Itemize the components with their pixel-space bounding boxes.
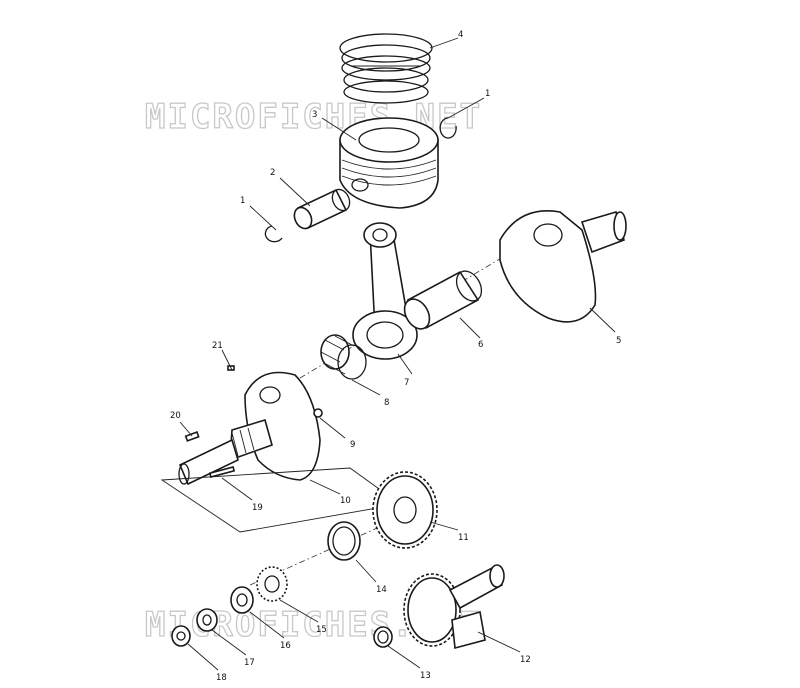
flat-washer [196, 608, 218, 632]
callout-16: 16 [280, 641, 291, 651]
lock-nut-gear [256, 566, 288, 602]
callout-17: 17 [244, 658, 255, 668]
callout-18: 18 [216, 673, 227, 683]
callout-19: 19 [252, 503, 263, 513]
piston-rings [339, 33, 433, 104]
woodruff-key [184, 431, 200, 442]
piston [339, 117, 439, 209]
dowel-pin [313, 408, 323, 418]
assembly-outline [160, 467, 402, 533]
needle-bearing [320, 334, 367, 380]
circlip-upper [439, 117, 457, 139]
callout-2: 2 [270, 168, 275, 178]
callout-15: 15 [316, 625, 327, 635]
callout-9: 9 [350, 440, 355, 450]
balancer-gear [403, 564, 505, 650]
callout-5: 5 [616, 336, 621, 346]
callout-21: 21 [212, 341, 223, 351]
crank-pin [403, 270, 483, 330]
hex-nut [171, 625, 191, 647]
leader-lines [179, 37, 616, 671]
callout-10: 10 [340, 496, 351, 506]
callout-6: 6 [478, 340, 483, 350]
circlip-lower [264, 225, 283, 243]
callout-14: 14 [376, 585, 387, 595]
callout-20: 20 [170, 411, 181, 421]
drive-gear [372, 471, 438, 549]
callout-1b: 1 [240, 196, 245, 206]
callout-13: 13 [420, 671, 431, 681]
crankshaft-left-half [178, 371, 321, 486]
small-washer [373, 626, 393, 648]
shaft-pin [208, 465, 236, 479]
callout-11: 11 [458, 533, 469, 543]
callout-3: 3 [312, 110, 317, 120]
callout-12: 12 [520, 655, 531, 665]
callout-1a: 1 [485, 89, 490, 99]
callout-8: 8 [384, 398, 389, 408]
callouts: 4 1 3 2 1 5 6 7 8 9 21 20 19 10 11 14 15… [170, 30, 621, 683]
crankshaft-right-half [499, 210, 627, 323]
callout-4: 4 [458, 30, 463, 40]
callout-7: 7 [404, 378, 409, 388]
connecting-rod [352, 222, 418, 360]
lock-washer [230, 586, 254, 614]
piston-pin [293, 188, 351, 230]
